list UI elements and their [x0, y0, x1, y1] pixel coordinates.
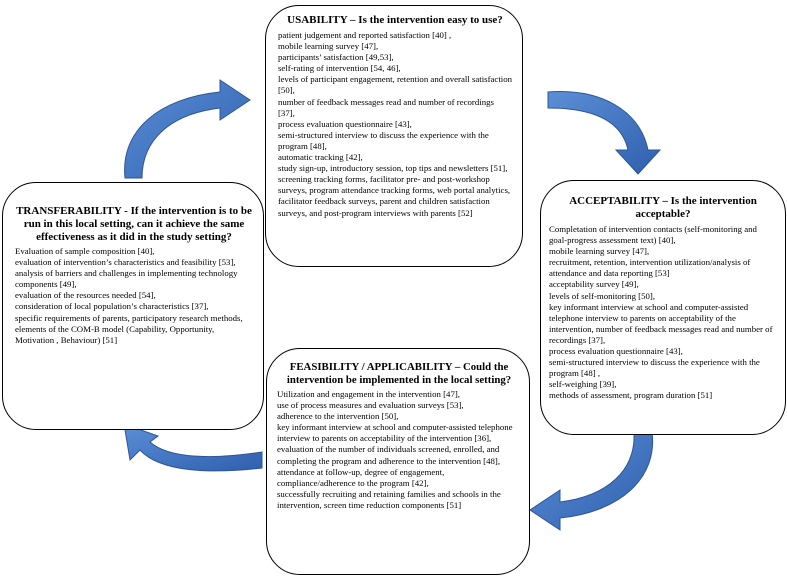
list-item: recruitment, retention, intervention uti…: [549, 257, 751, 279]
usability-list: patient judgement and reported satisfact…: [278, 30, 512, 219]
list-item: attendance at follow-up, degree of engag…: [277, 466, 445, 488]
feasibility-box: FEASIBILITY / APPLICABILITY – Could the …: [266, 348, 530, 575]
list-item: mobile learning survey [47],: [549, 246, 650, 257]
list-item: participants’ satisfaction [49,53],: [278, 52, 394, 63]
feasibility-list: Utilization and engagement in the interv…: [277, 389, 521, 511]
list-item: process evaluation questionnaire [43],: [278, 118, 412, 129]
list-item: key informant interview at school and co…: [277, 422, 513, 444]
list-item: study sign-up, introductory session, top…: [278, 163, 508, 174]
list-item: use of process measures and evaluation s…: [277, 400, 464, 411]
list-item: Evaluation of sample composition [40],: [15, 246, 155, 256]
list-item: process evaluation questionnaire [43],: [549, 346, 683, 357]
acceptability-box: ACCEPTABILITY – Is the intervention acce…: [540, 180, 786, 435]
list-item: acceptability survey [49],: [549, 279, 639, 290]
list-item: semi-structured interview to discuss the…: [549, 357, 760, 379]
list-item: specific requirements of parents, partic…: [15, 312, 243, 345]
list-item: key informant interview at school and co…: [549, 301, 773, 345]
transferability-list: Evaluation of sample composition [40], e…: [15, 246, 253, 346]
list-item: automatic tracking [42],: [278, 152, 363, 163]
list-item: Utilization and engagement in the interv…: [277, 389, 460, 399]
list-item: number of feedback messages read and num…: [278, 96, 494, 118]
arrow-transferability-to-usability: [124, 79, 251, 179]
list-item: evaluation of intervention’s characteris…: [15, 257, 236, 268]
list-item: mobile learning survey [47],: [278, 41, 379, 52]
list-item: screening tracking forms, facilitator pr…: [278, 174, 511, 218]
arrow-usability-to-acceptability: [547, 91, 662, 175]
arrow-acceptability-to-feasibility: [529, 431, 654, 531]
feasibility-title: FEASIBILITY / APPLICABILITY – Could the …: [286, 361, 512, 386]
list-item: methods of assessment, program duration …: [549, 390, 713, 401]
list-item: successfully recruiting and retaining fa…: [277, 488, 501, 510]
list-item: semi-structured interview to discuss the…: [278, 129, 489, 151]
list-item: consideration of local population’s char…: [15, 301, 209, 312]
acceptability-list: Completation of intervention contacts (s…: [549, 224, 777, 402]
transferability-box: TRANSFERABILITY - If the intervention is…: [2, 182, 264, 430]
list-item: evaluation of the number of individuals …: [277, 444, 501, 466]
usability-box: USABILITY – Is the intervention easy to …: [265, 5, 523, 267]
arrow-feasibility-to-transferability: [123, 423, 263, 472]
list-item: adherence to the intervention [50],: [277, 411, 399, 422]
list-item: patient judgement and reported satisfact…: [278, 30, 452, 40]
list-item: Completation of intervention contacts (s…: [549, 224, 757, 246]
list-item: self-weighing [39],: [549, 379, 617, 390]
list-item: levels of self-monitoring [50],: [549, 290, 656, 301]
list-item: evaluation of the resources needed [54],: [15, 290, 156, 301]
list-item: analysis of barriers and challenges in i…: [15, 268, 238, 290]
acceptability-title: ACCEPTABILITY – Is the intervention acce…: [569, 195, 757, 220]
list-item: levels of participant engagement, retent…: [278, 74, 513, 96]
usability-title: USABILITY – Is the intervention easy to …: [287, 14, 503, 26]
transferability-title: TRANSFERABILITY - If the intervention is…: [16, 205, 252, 243]
list-item: self-rating of intervention [54, 46],: [278, 63, 401, 74]
